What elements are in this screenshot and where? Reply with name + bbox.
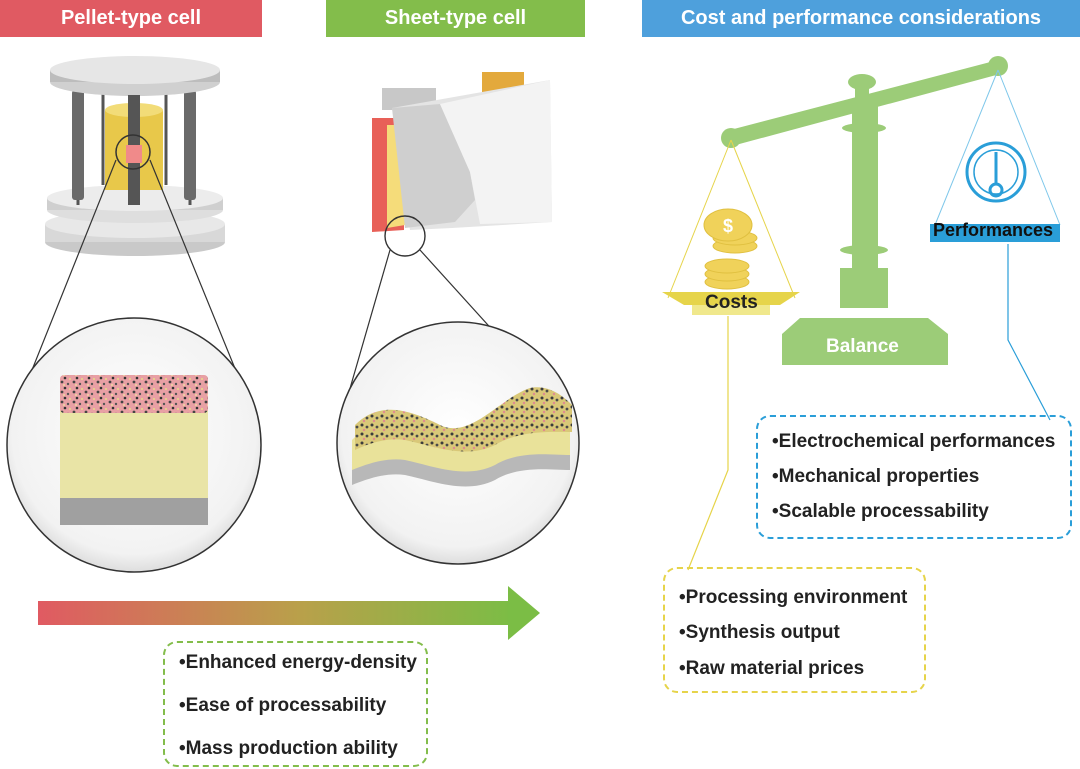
pellet-type-header: Pellet-type cell: [0, 0, 262, 37]
progress-arrow: [38, 586, 540, 640]
sheet-type-header: Sheet-type cell: [326, 0, 585, 37]
pellet-lens: [6, 317, 262, 573]
pellet-press-illustration: [45, 56, 225, 256]
costs-label: Costs: [705, 292, 758, 313]
advantage-item-energy-density: •Enhanced energy-density: [179, 652, 417, 673]
advantage-item-mass-production: •Mass production ability: [179, 738, 398, 759]
performance-item-mechanical: •Mechanical properties: [772, 466, 980, 487]
cost-item-processing-environment: •Processing environment: [679, 587, 908, 608]
balance-label: Balance: [826, 336, 899, 357]
balance-scale: $: [662, 56, 1061, 365]
cost-factors-box: •Processing environment •Synthesis outpu…: [663, 567, 926, 693]
sheet-type-title: Sheet-type cell: [384, 7, 527, 29]
performance-connector: [1007, 244, 1051, 421]
sheet-lens: [336, 321, 580, 565]
svg-text:$: $: [723, 216, 733, 236]
performance-factors-box: •Electrochemical performances •Mechanica…: [756, 415, 1072, 539]
advantage-item-processability: •Ease of processability: [179, 695, 387, 716]
cost-performance-title: Cost and performance considerations: [680, 7, 1042, 29]
performance-item-scalable: •Scalable processability: [772, 501, 989, 522]
performances-label: Performances: [933, 220, 1054, 240]
costs-connector: [687, 316, 729, 571]
cost-item-raw-material-prices: •Raw material prices: [679, 658, 865, 679]
gauge-icon: [965, 141, 1027, 203]
sheet-cell-illustration: [372, 72, 552, 257]
performance-item-electrochemical: •Electrochemical performances: [772, 431, 1056, 452]
cost-item-synthesis-output: •Synthesis output: [679, 622, 840, 643]
cost-performance-header: Cost and performance considerations: [642, 0, 1080, 37]
sheet-advantages-box: •Enhanced energy-density •Ease of proces…: [163, 641, 428, 767]
pellet-type-title: Pellet-type cell: [60, 7, 202, 29]
